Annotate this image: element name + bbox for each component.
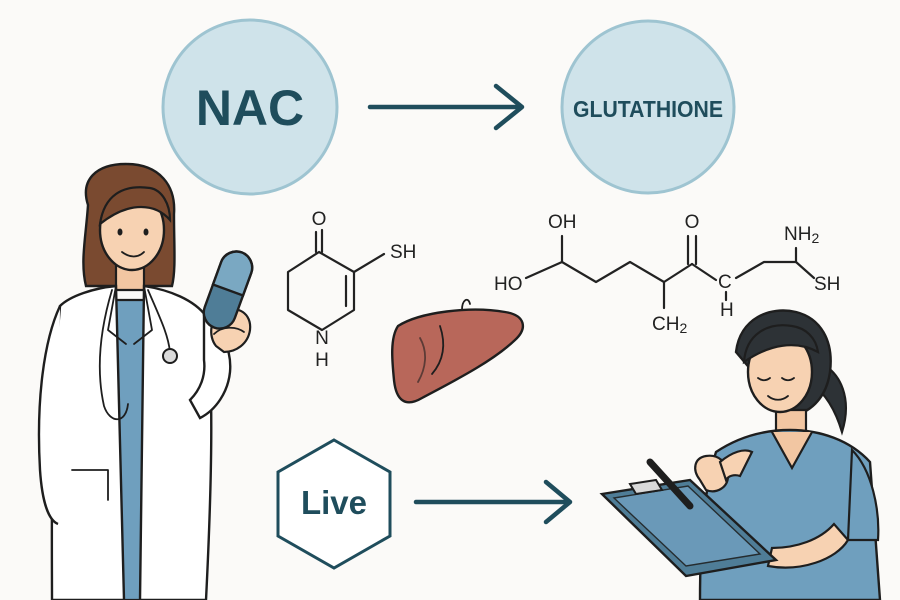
gsh-carbonyl-oxygen: O [685,212,700,233]
live-node: Live [276,438,392,570]
glutathione-circle [560,19,736,195]
gsh-top-hydroxyl: OH [548,212,577,233]
nac-thiol-label: SH [390,242,416,263]
arrow-nac-to-glutathione [367,83,525,131]
stethoscope-icon [98,289,178,421]
gsh-alpha-carbon: C [718,272,732,293]
doctor-figure [37,162,254,600]
gsh-amino: NH2 [784,224,819,246]
nurse-figure [599,309,882,600]
gsh-methylene: CH2 [652,314,687,336]
nac-label: NAC [196,80,304,136]
glutathione-node: GLUTATHIONE [560,19,736,195]
nac-structure: O SH N H [286,209,416,371]
gsh-left-hydroxyl: HO [494,274,523,295]
live-label: Live [301,484,367,521]
clipboard-icon [599,478,779,578]
nac-node: NAC [161,18,339,196]
liver-icon [391,298,525,404]
glutathione-label: GLUTATHIONE [573,96,723,122]
pen-icon [646,458,694,510]
hexagon-icon [276,438,392,570]
gsh-thiol: SH [814,274,840,295]
capsule-icon [202,250,254,330]
arrow-live-to-nurse [413,479,573,525]
glutathione-structure: OH HO O CH2 C H NH2 SH [494,212,840,336]
nac-amine-h-label: H [315,350,329,371]
nac-circle [161,18,339,196]
gsh-alpha-h: H [720,300,734,321]
nac-amine-label: N [315,328,329,349]
nac-oxygen-label: O [312,209,327,230]
